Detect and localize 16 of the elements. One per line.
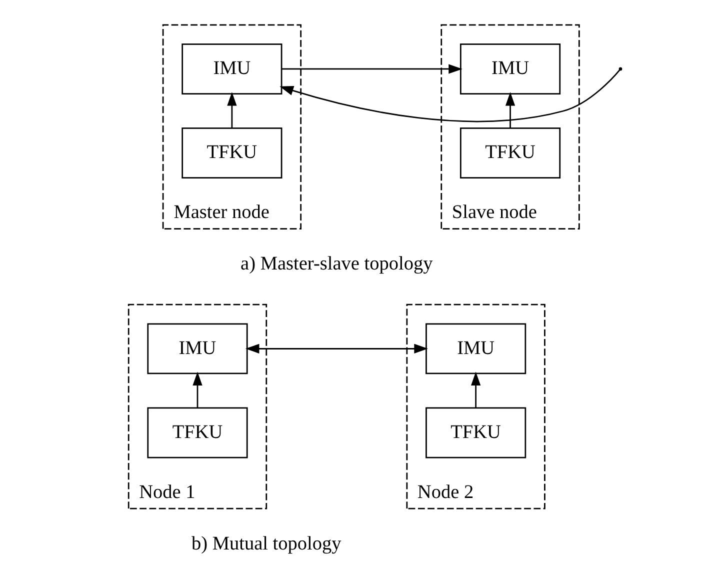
arrow xyxy=(192,372,202,408)
arrow xyxy=(282,64,462,74)
arrow xyxy=(280,69,620,122)
node-box: IMU xyxy=(426,323,526,374)
node-box: TFKU xyxy=(460,128,561,179)
arrow xyxy=(471,372,481,408)
label: b) Mutual topology xyxy=(191,533,342,554)
node-box: TFKU xyxy=(147,407,248,458)
arrow xyxy=(227,92,237,128)
node-box: IMU xyxy=(460,43,561,94)
label: a) Master-slave topology xyxy=(240,254,433,275)
node-box: TFKU xyxy=(182,128,282,179)
arrow xyxy=(505,92,516,128)
node-box: IMU xyxy=(182,43,282,94)
node-box: IMU xyxy=(147,323,248,374)
node-box: TFKU xyxy=(426,407,526,458)
